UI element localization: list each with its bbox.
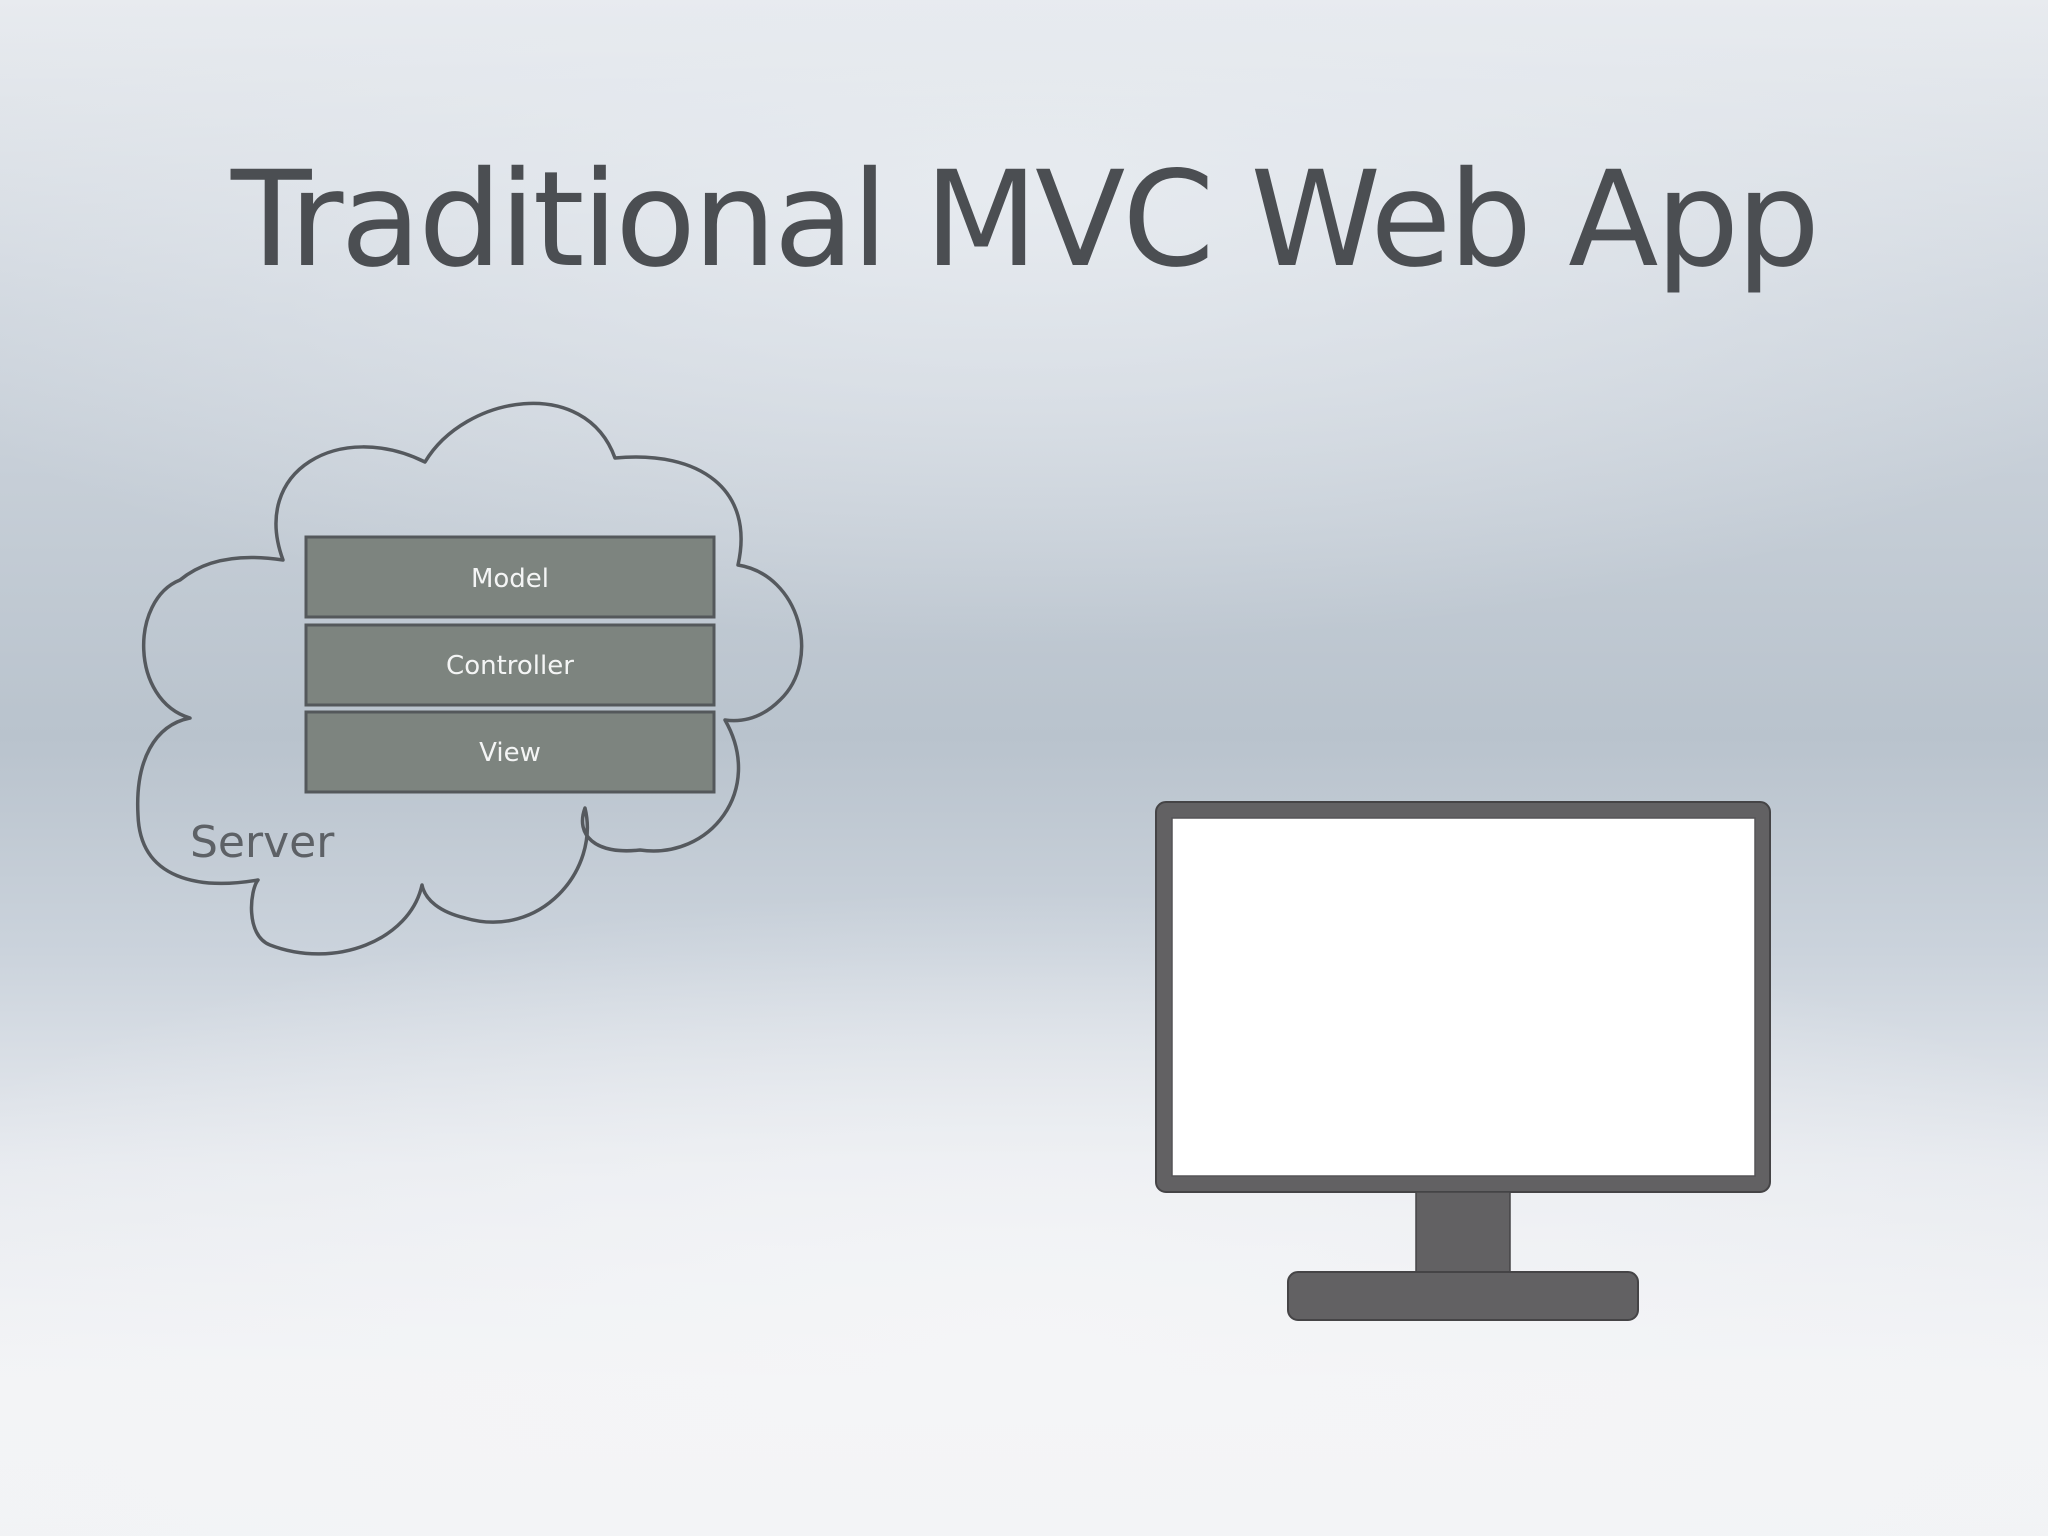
server-cloud xyxy=(135,401,804,956)
cloud-icon xyxy=(135,401,804,956)
monitor-screen xyxy=(1171,817,1756,1177)
model-layer-label: Model xyxy=(471,564,549,594)
model-layer-box xyxy=(304,535,716,619)
model-layer: Model xyxy=(304,535,716,619)
view-layer-box xyxy=(304,710,716,794)
controller-layer: Controller xyxy=(304,623,716,707)
monitor-icon xyxy=(1155,801,1771,1321)
mvc-stack: Model Controller View xyxy=(304,535,716,794)
monitor-neck xyxy=(1415,1191,1511,1275)
server-label: Server xyxy=(190,817,335,868)
view-layer-label: View xyxy=(479,738,541,768)
controller-layer-label: Controller xyxy=(446,651,574,681)
controller-layer-box xyxy=(304,623,716,707)
view-layer: View xyxy=(304,710,716,794)
slide-title: Traditional MVC Web App xyxy=(230,143,1820,297)
monitor-base xyxy=(1287,1271,1639,1321)
